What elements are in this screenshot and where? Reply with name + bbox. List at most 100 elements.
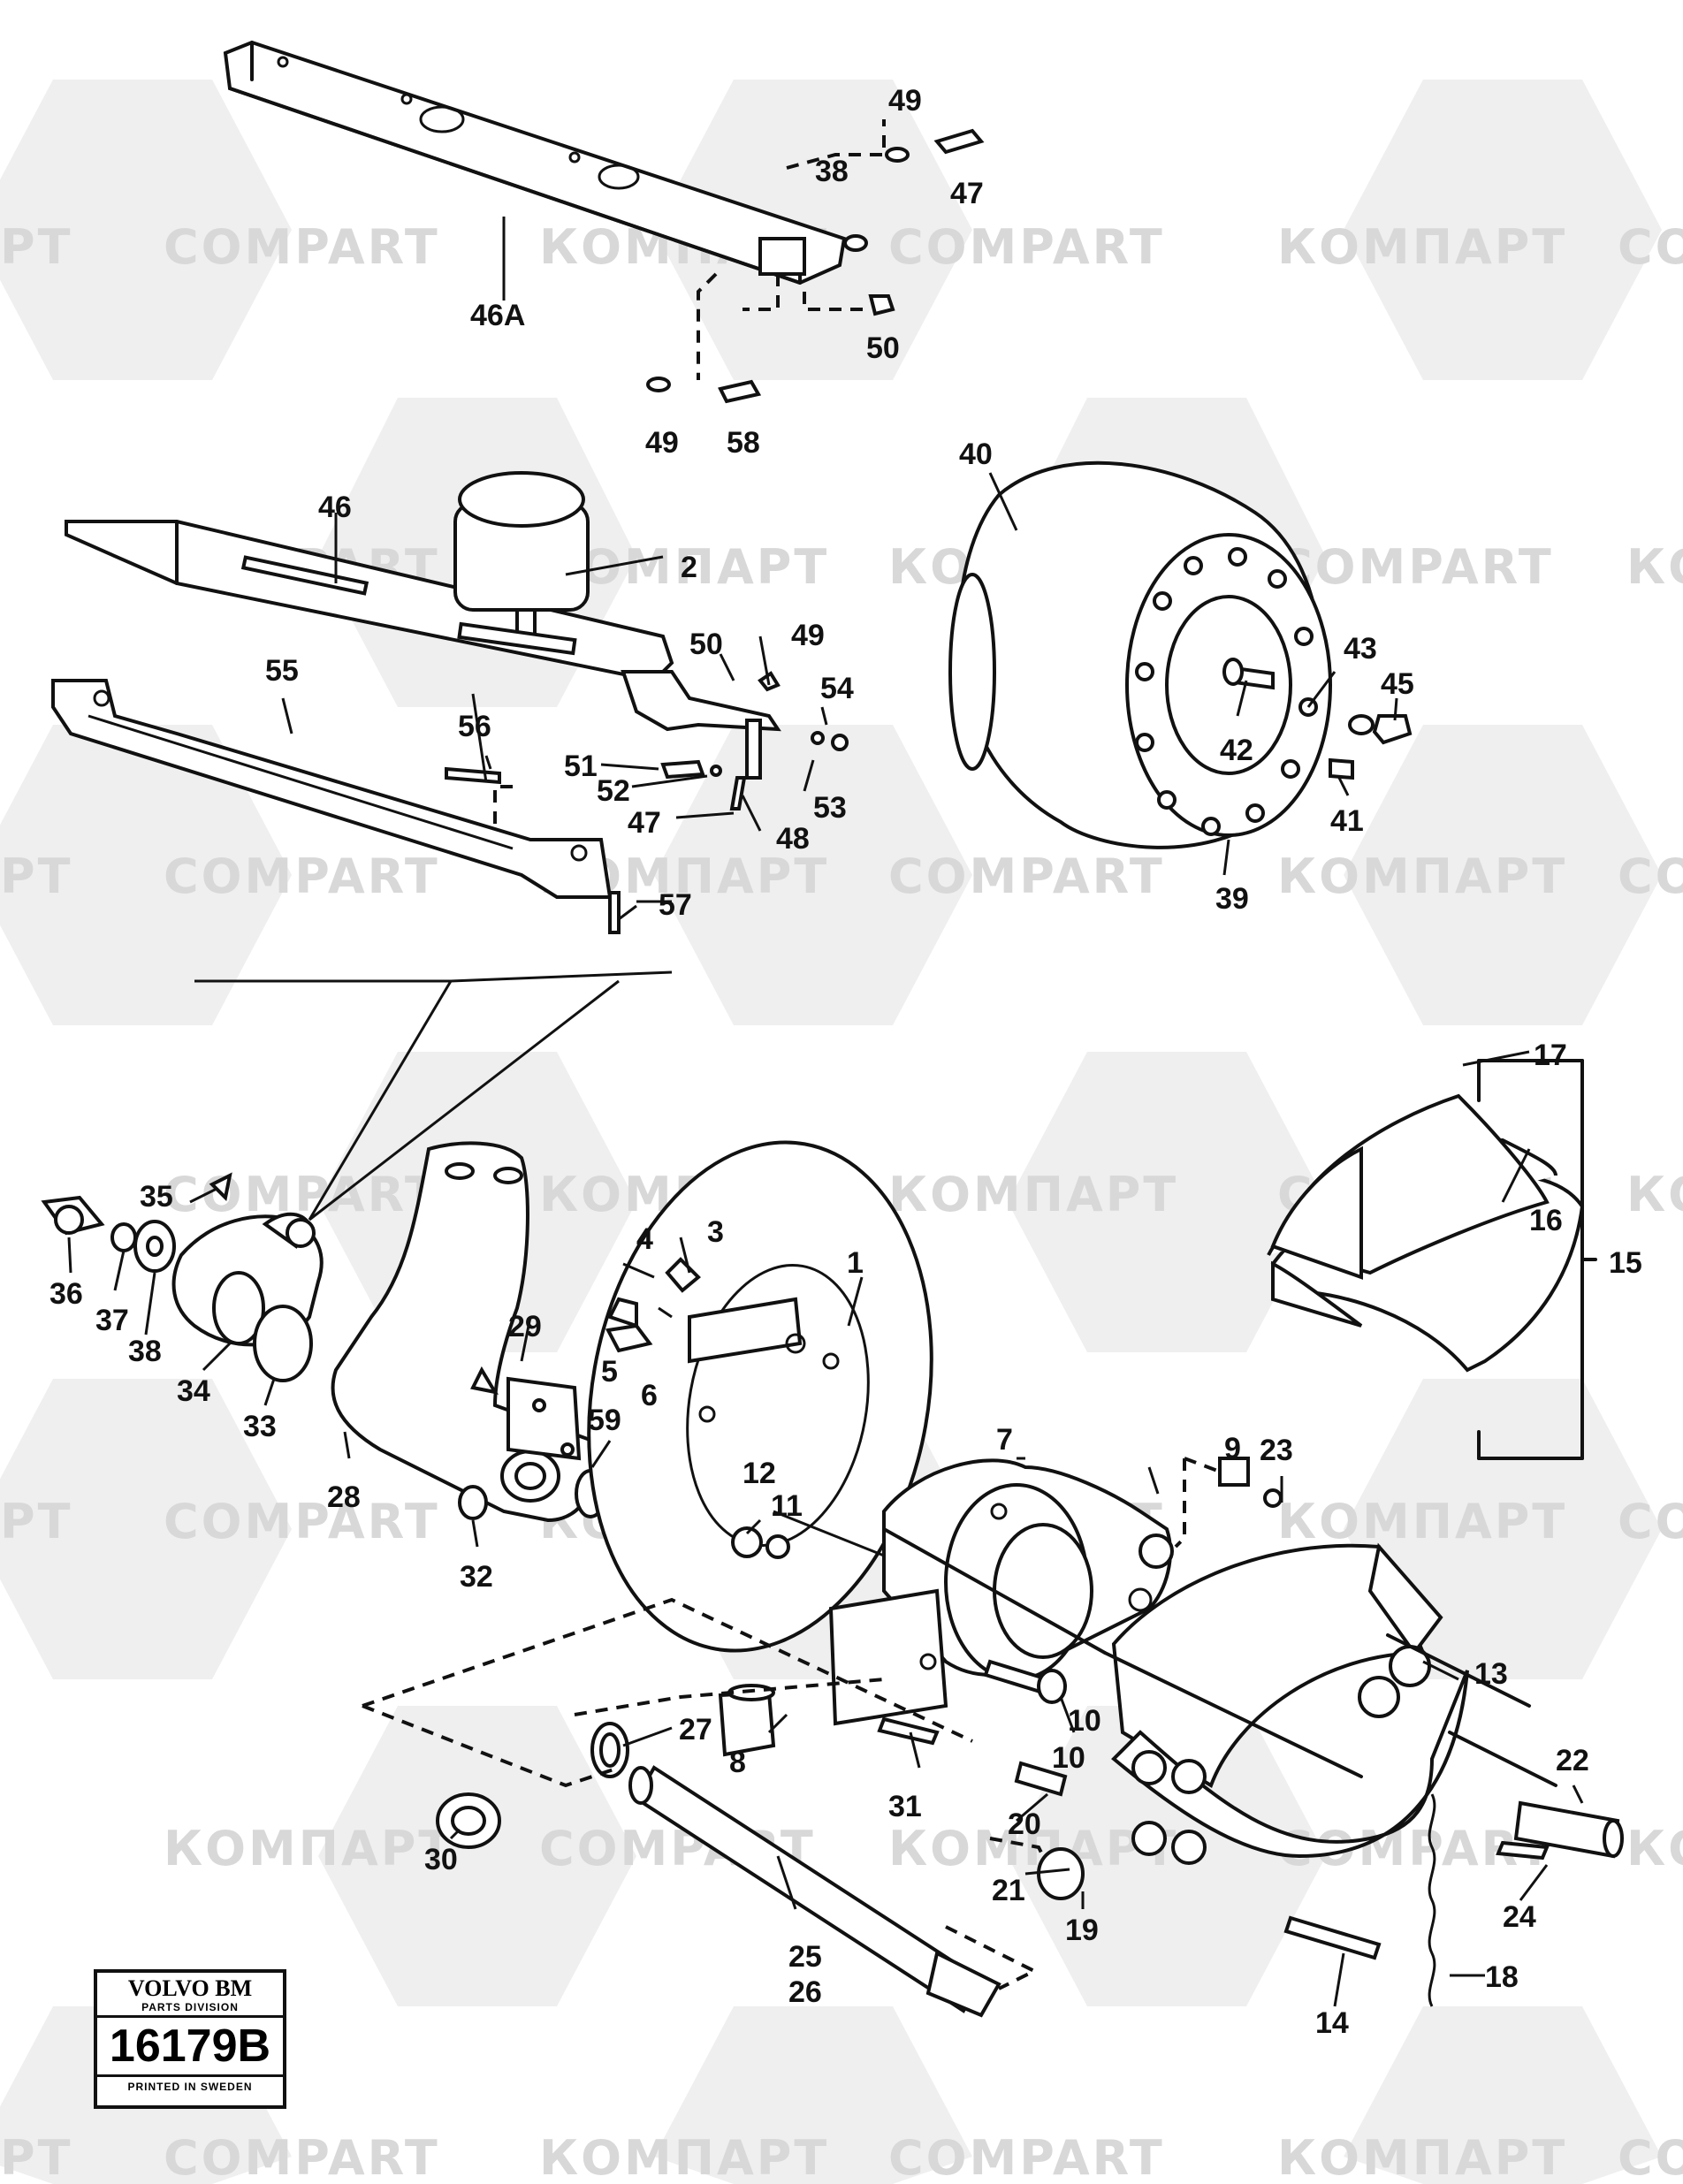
callout-33: 33: [243, 1410, 277, 1443]
callout-32: 32: [460, 1560, 493, 1594]
watermark-text: PT: [0, 848, 72, 904]
callout-10: 10: [1052, 1741, 1085, 1775]
pins-and-spring: [1014, 1761, 1624, 2007]
brake-drum-39-40: [948, 460, 1332, 849]
watermark-text: PT: [0, 219, 72, 275]
linkage-bracket: [493, 670, 781, 831]
slack-adjuster-34: [171, 1212, 324, 1382]
callout-15: 15: [1609, 1246, 1642, 1280]
watermark-text: COMPART: [888, 848, 1165, 904]
callout-29: 29: [508, 1310, 542, 1343]
watermark-text: КОМПАРТ: [888, 1821, 1178, 1876]
watermark-text: PT: [0, 1494, 72, 1549]
callout-50: 50: [689, 628, 723, 661]
callout-47: 47: [950, 177, 984, 210]
callout-23: 23: [1260, 1434, 1293, 1467]
callout-51: 51: [564, 750, 598, 783]
leader-lines: [67, 217, 1584, 2007]
callout-labels: 49 38 47 46A 50 49 58 40 46 2 50 49 43 4…: [50, 84, 1642, 2040]
watermark-text: КОМПАРТ: [888, 1167, 1178, 1222]
callout-57: 57: [659, 888, 692, 922]
watermark-text: COMPART: [164, 1494, 440, 1549]
callout-34: 34: [177, 1374, 210, 1408]
stamp-number: 16179B: [97, 2018, 283, 2077]
watermark-text: COMPART: [888, 2130, 1165, 2184]
callout-59: 59: [588, 1404, 621, 1437]
callout-27: 27: [679, 1713, 712, 1746]
callout-13: 13: [1474, 1657, 1508, 1691]
callout-50: 50: [866, 331, 900, 365]
brake-rod-55: [51, 679, 613, 899]
callout-46: 46: [318, 491, 352, 524]
callout-53: 53: [813, 791, 847, 825]
watermark-text: CO: [1618, 1494, 1683, 1549]
callout-41: 41: [1330, 804, 1364, 838]
callout-43: 43: [1344, 632, 1377, 666]
callout-11: 11: [771, 1489, 803, 1523]
callout-26: 26: [788, 1975, 822, 2009]
watermark-text: КОМПАРТ: [164, 1821, 453, 1876]
callout-18: 18: [1485, 1960, 1519, 1994]
watermark-text: КО: [1626, 1167, 1683, 1222]
center-fasteners: [605, 1257, 1283, 1746]
callout-4: 4: [636, 1222, 653, 1256]
callout-47: 47: [628, 806, 661, 840]
camshaft-25-26: [628, 1765, 1001, 2018]
callout-14: 14: [1315, 2006, 1349, 2040]
watermark-text: CO: [1618, 848, 1683, 904]
assembly-lines: [362, 1457, 1557, 1990]
callout-55: 55: [265, 654, 299, 688]
watermark-text: COMPART: [164, 2130, 440, 2184]
callout-42: 42: [1220, 734, 1253, 767]
callout-3: 3: [707, 1215, 724, 1249]
stamp-division: PARTS DIVISION: [97, 2001, 283, 2018]
watermark-text: КО: [1626, 1821, 1683, 1876]
callout-45: 45: [1381, 667, 1414, 701]
callout-20: 20: [1008, 1807, 1041, 1841]
callout-37: 37: [95, 1304, 129, 1337]
watermark-text: КОМПАРТ: [1277, 848, 1567, 904]
reservoir-2: [453, 471, 590, 656]
callout-38: 38: [128, 1335, 162, 1368]
watermark-text: COMPART: [164, 219, 440, 275]
callout-54: 54: [820, 672, 854, 705]
callout-28: 28: [327, 1480, 361, 1514]
callout-1: 1: [847, 1246, 864, 1280]
beam-fasteners: [646, 119, 985, 404]
callout-22: 22: [1556, 1744, 1589, 1777]
callout-30: 30: [424, 1843, 458, 1876]
watermark-text: COMPART: [888, 219, 1165, 275]
callout-25: 25: [788, 1940, 822, 1974]
callout-49: 49: [791, 619, 825, 652]
small-fasteners-mid: [445, 671, 849, 934]
callout-46a: 46A: [470, 299, 525, 332]
callout-40: 40: [959, 438, 993, 471]
callout-56: 56: [458, 710, 491, 743]
watermark-text: COMPART: [164, 848, 440, 904]
watermark-text: КОМПАРТ: [1277, 2130, 1567, 2184]
watermark-text: COMPART: [164, 1167, 440, 1222]
stamp-printed: PRINTED IN SWEDEN: [127, 2081, 253, 2093]
watermark-text: КОМПАРТ: [539, 2130, 829, 2184]
callout-49: 49: [645, 426, 679, 460]
callout-6: 6: [641, 1379, 658, 1412]
callout-12: 12: [742, 1457, 776, 1490]
callout-19: 19: [1065, 1914, 1099, 1947]
callout-7: 7: [996, 1423, 1013, 1457]
callout-9: 9: [1224, 1432, 1241, 1465]
watermark-text: КО: [1626, 539, 1683, 595]
callout-2: 2: [681, 551, 697, 584]
callout-39: 39: [1215, 882, 1249, 916]
callout-8: 8: [729, 1746, 746, 1779]
callout-24: 24: [1503, 1900, 1536, 1934]
brake-lining-15: [1267, 1059, 1597, 1460]
watermark-text: CO: [1618, 2130, 1683, 2184]
watermark-text: КОМПАРТ: [1277, 219, 1567, 275]
watermark-text: КОМПАРТ: [1277, 1494, 1567, 1549]
callout-31: 31: [888, 1790, 922, 1823]
callout-52: 52: [597, 774, 630, 808]
callout-17: 17: [1534, 1039, 1567, 1072]
drum-fasteners: [1222, 658, 1413, 780]
parts-division-stamp: VOLVO BM PARTS DIVISION 16179B PRINTED I…: [94, 1969, 286, 2109]
